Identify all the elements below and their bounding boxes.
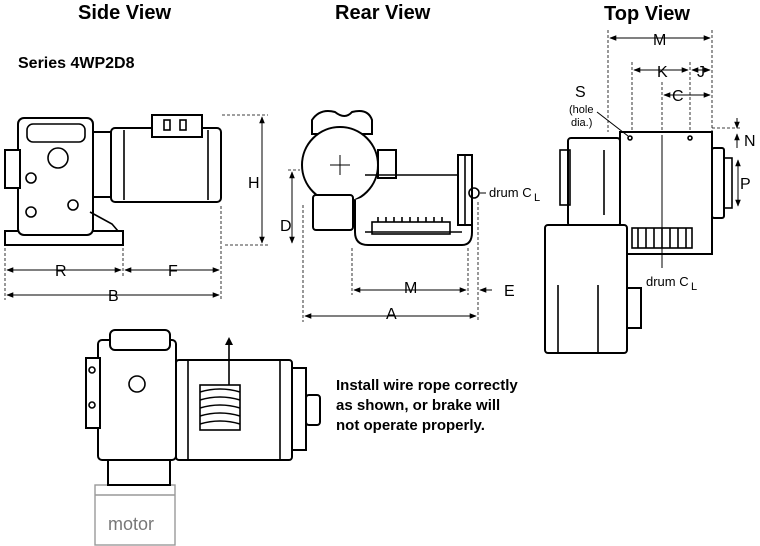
- dimension-m-rear-label: M: [404, 280, 417, 297]
- rear-view-drawing: [301, 110, 480, 246]
- motor-label: motor: [108, 514, 154, 534]
- dimension-n-label: N: [744, 133, 756, 150]
- install-note-line2: as shown, or brake will: [336, 397, 500, 414]
- dimension-p-label: P: [740, 176, 751, 193]
- hole-diameter-line1: (hole: [569, 104, 593, 116]
- dimension-m-top-label: M: [653, 32, 666, 49]
- top-view-drawing: [544, 131, 733, 354]
- top-view-title: Top View: [604, 3, 690, 25]
- dimension-c-label: C: [672, 88, 684, 105]
- install-note-line3: not operate properly.: [336, 417, 485, 434]
- dimension-a-label: A: [386, 306, 397, 323]
- dimension-h-label: H: [248, 175, 260, 192]
- side-view-title: Side View: [78, 2, 171, 24]
- dimension-b-label: B: [108, 288, 119, 305]
- top-drum-centerline-label: drum C: [646, 274, 689, 289]
- dimension-e-label: E: [504, 283, 515, 300]
- install-note-line1: Install wire rope correctly: [336, 377, 518, 394]
- hole-diameter-line2: dia.): [571, 117, 592, 129]
- dimension-d-label: D: [280, 218, 292, 235]
- series-label: Series 4WP2D8: [18, 55, 135, 72]
- dimension-k-label: K: [657, 64, 668, 81]
- rear-view-title: Rear View: [335, 2, 431, 24]
- wire-rope-detail-drawing: motor: [85, 329, 321, 546]
- dimension-j-label: J: [697, 64, 705, 81]
- top-drum-centerline-sub: L: [691, 281, 697, 293]
- dimension-r-label: R: [55, 263, 67, 280]
- side-view-drawing: [4, 114, 222, 246]
- dimension-f-label: F: [168, 263, 178, 280]
- rear-drum-centerline-label: drum C: [489, 185, 532, 200]
- rear-drum-centerline-sub: L: [534, 192, 540, 204]
- dimension-s-label: S: [575, 84, 586, 101]
